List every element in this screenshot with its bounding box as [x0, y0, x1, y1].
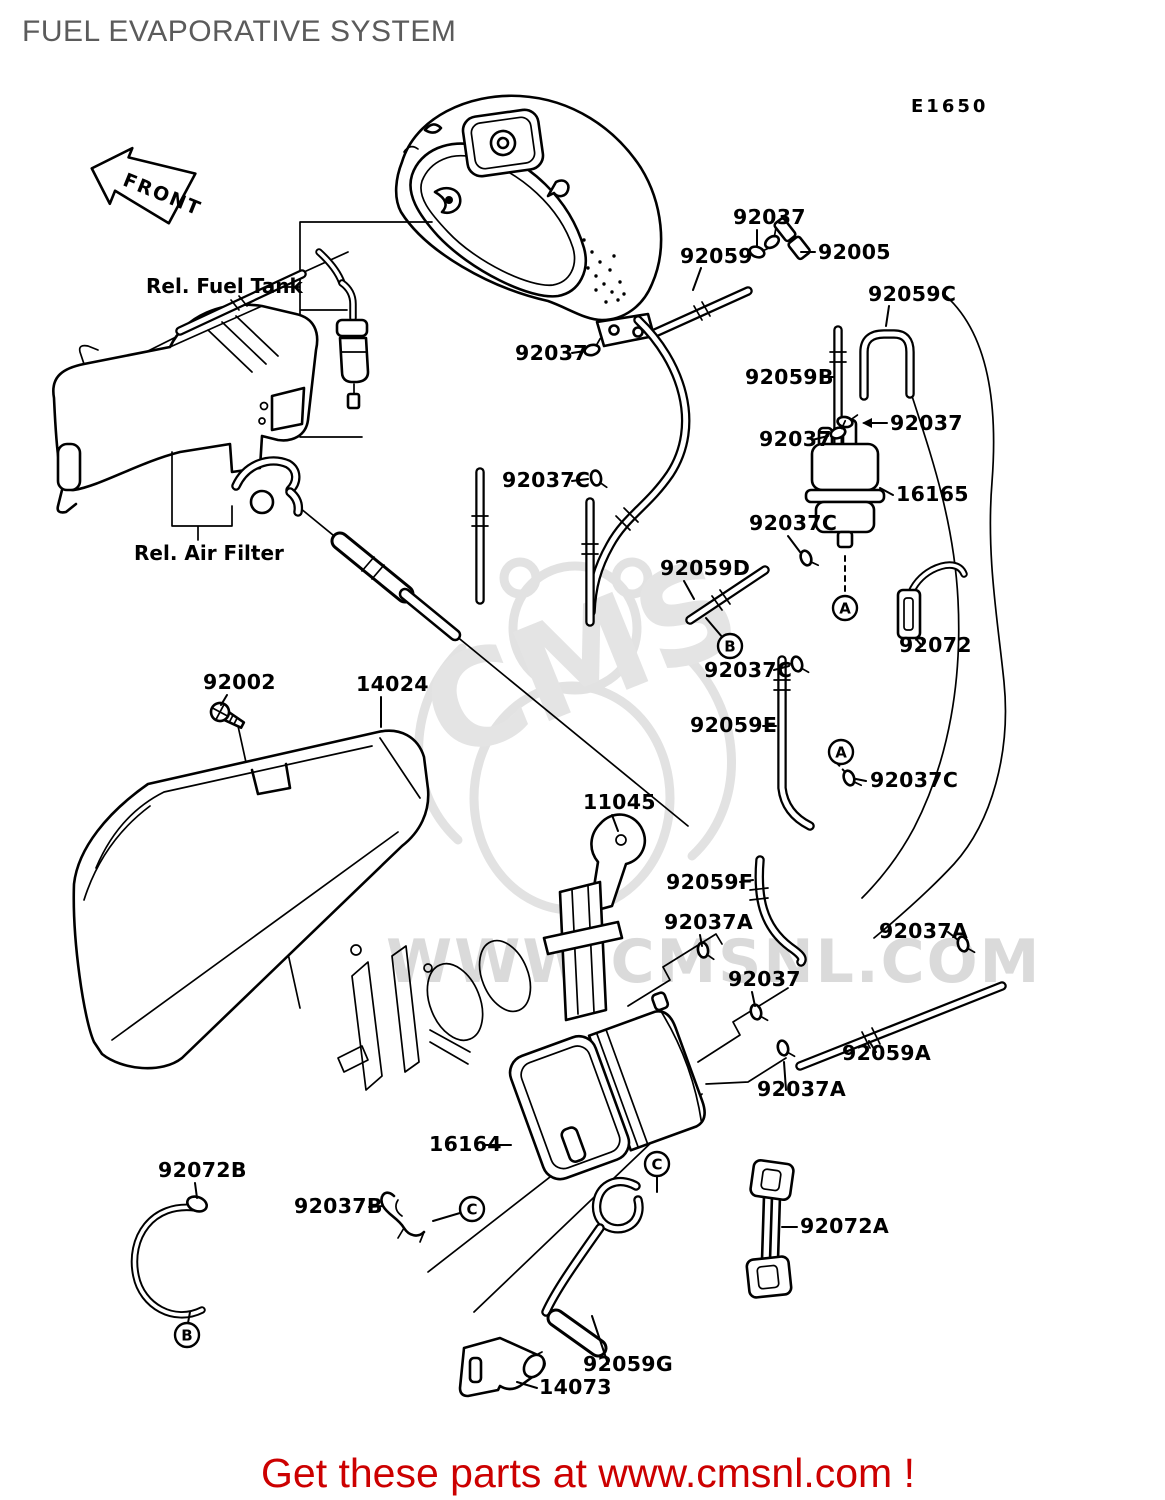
callout-letter: B: [724, 638, 735, 656]
callout-letters: A B A C C B: [173, 594, 859, 1349]
band-strap-92072A: [745, 1158, 795, 1299]
footer-promo-text: Get these parts at www.cmsnl.com !: [261, 1450, 915, 1496]
fuel-valve-16165: [804, 418, 886, 549]
reference-label: Rel. Fuel Tank: [146, 274, 303, 298]
screw-92002: [209, 701, 246, 730]
part-number-labels: 92037 92059 92005 92059C 92037 92059B 92037 920…: [158, 205, 972, 1399]
part-number-label: 92037C: [704, 658, 792, 682]
part-number-label: 92072A: [800, 1214, 889, 1238]
callout-circle: [831, 594, 859, 622]
joint-fitting-92005: [773, 217, 811, 261]
part-number-label: 92059C: [868, 282, 956, 306]
tank-speckles: [582, 238, 626, 304]
part-number-label: 92037A: [664, 910, 753, 934]
part-number-label: 92059F: [666, 870, 753, 894]
bracket-11045: [542, 813, 647, 1022]
hose-clip-92037B: [380, 1191, 426, 1243]
callout-circle: [173, 1321, 201, 1349]
part-number-label: 92059A: [842, 1041, 931, 1065]
part-number-label: 92037C: [502, 468, 590, 492]
part-number-label: 92059D: [660, 556, 750, 580]
arrowhead: [862, 418, 872, 428]
callout-letter: B: [181, 1327, 192, 1345]
part-number-label: 92037: [515, 341, 588, 365]
part-number-label: 92072: [899, 633, 972, 657]
carburetor-cluster: [337, 939, 532, 1091]
part-number-label: 92037A: [879, 919, 968, 943]
callout-letter: A: [839, 600, 851, 618]
part-number-label: 92037: [759, 427, 832, 451]
callout-letter: C: [651, 1156, 662, 1174]
fuel-tank: [394, 94, 663, 348]
leader-lines: [187, 229, 959, 1389]
reference-label: Rel. Air Filter: [134, 541, 284, 565]
part-number-label: 92059: [680, 244, 753, 268]
canister-16164: [508, 991, 706, 1181]
fuel-tank-reference-bracket: [282, 221, 433, 438]
part-number-label: 92037: [890, 411, 963, 435]
part-number-label: 92059G: [583, 1352, 673, 1376]
part-number-label: 14024: [356, 672, 429, 696]
callout-circle: [716, 632, 744, 660]
part-number-label: 16165: [896, 482, 969, 506]
part-number-label: 92072B: [158, 1158, 247, 1182]
callout-letter: C: [466, 1201, 477, 1219]
part-number-label: 92037A: [757, 1077, 846, 1101]
air-filter-housing: [52, 303, 319, 541]
page-title: FUEL EVAPORATIVE SYSTEM: [22, 15, 456, 48]
part-number-label: 92059E: [690, 713, 777, 737]
band-clamp-92072: [896, 561, 968, 640]
hoses: [175, 269, 1007, 1363]
part-number-label: 11045: [583, 790, 656, 814]
part-number-label: 16164: [429, 1132, 502, 1156]
part-number-label: 92002: [203, 670, 276, 694]
part-number-label: 92005: [818, 240, 891, 264]
callout-letter: A: [835, 744, 847, 762]
front-direction-arrow: FRONT: [90, 146, 205, 225]
callout-circle: [458, 1195, 486, 1223]
callout-circle: [643, 1150, 671, 1178]
part-number-label: 92037: [728, 967, 801, 991]
part-number-label: 92037: [733, 205, 806, 229]
part-number-label: 92059B: [745, 365, 834, 389]
part-number-label: 92037B: [294, 1194, 383, 1218]
part-number-label: 92037C: [870, 768, 958, 792]
callout-circle: [827, 738, 855, 766]
spring-band-92072B: [130, 1195, 208, 1319]
elbow-fitting-14073: [458, 1336, 546, 1398]
part-number-label: 14073: [539, 1375, 612, 1399]
watermark-url-text: WWW.CMSNL.COM: [386, 927, 1041, 997]
diagram-code: E1650: [911, 96, 988, 117]
part-number-label: 92037C: [749, 511, 837, 535]
side-cover-panel: [72, 729, 430, 1070]
